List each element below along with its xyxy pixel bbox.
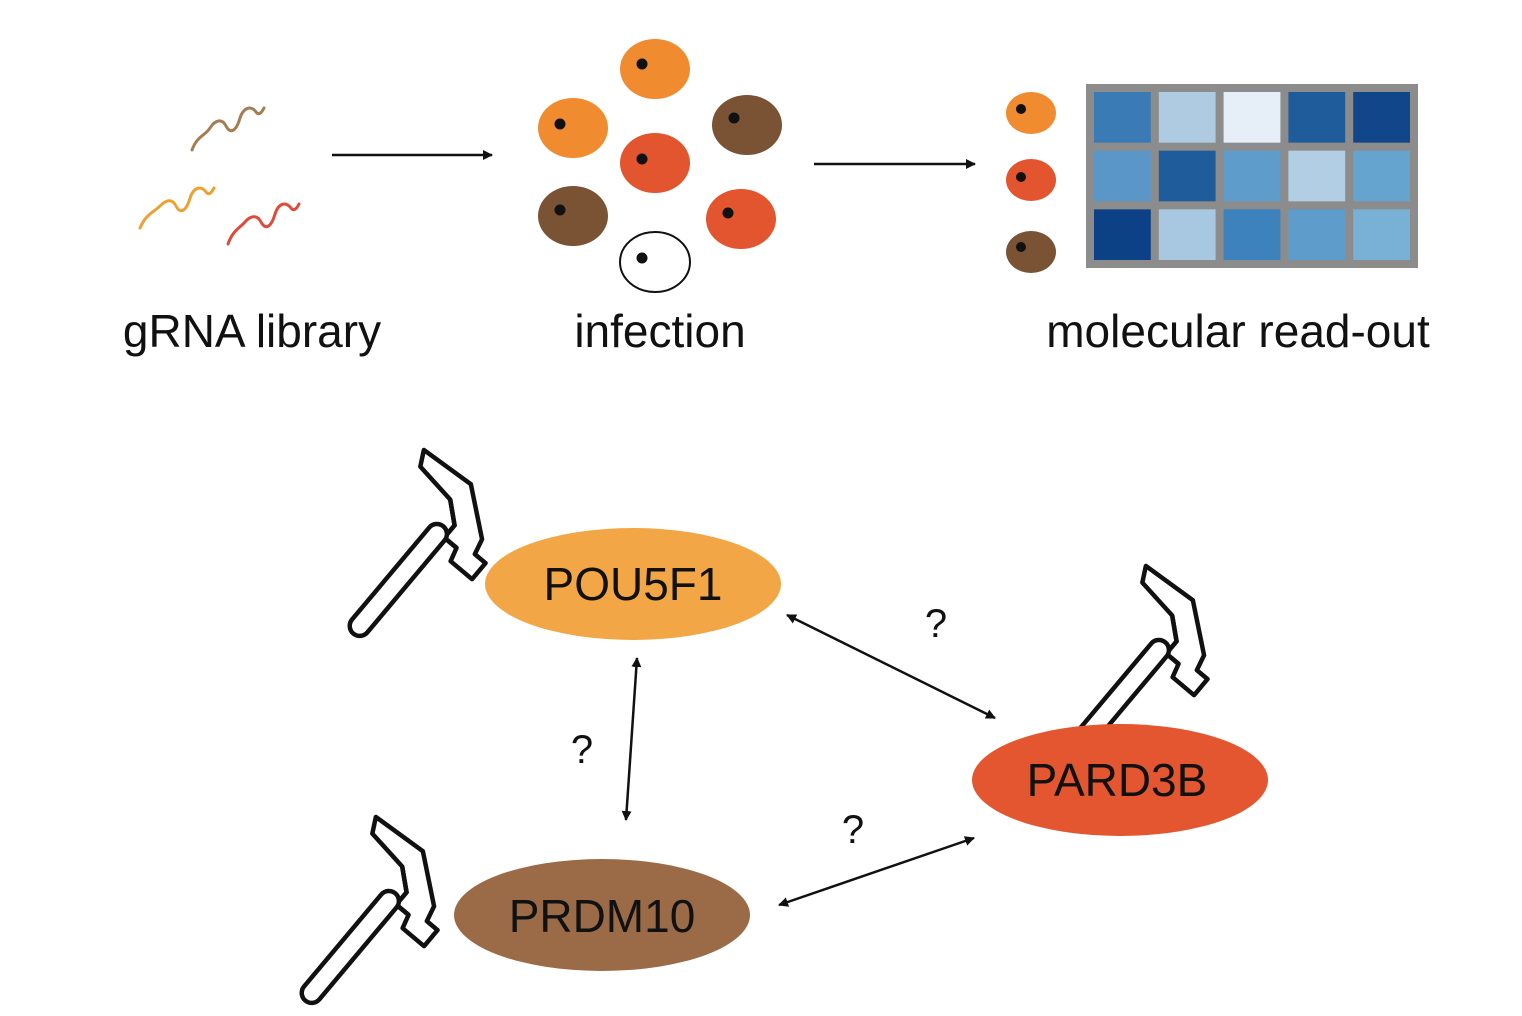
- cell: [1006, 231, 1056, 273]
- node-pard3b: PARD3B: [972, 724, 1268, 836]
- node-prdm10: PRDM10: [454, 859, 750, 971]
- heatmap-cell: [1288, 209, 1346, 260]
- edge-pou5f1-pard3b: [786, 613, 996, 720]
- heatmap-cell: [1094, 92, 1151, 143]
- cell: [538, 98, 608, 158]
- grna-library: [138, 106, 301, 246]
- edge-prdm10-pard3b: [778, 836, 975, 907]
- infected-cells: [538, 39, 782, 293]
- heatmap-cell: [1223, 209, 1281, 260]
- hammer-icon: [304, 447, 518, 670]
- heatmap-cell: [1353, 150, 1410, 202]
- heatmap-cell: [1158, 92, 1216, 143]
- cell: [1006, 92, 1056, 134]
- cell: [712, 95, 782, 155]
- node-prdm10-label: PRDM10: [509, 890, 696, 942]
- edge-pou5f1-prdm10: [621, 657, 642, 821]
- grna-strand: [226, 202, 301, 246]
- heatmap-cell: [1353, 92, 1410, 143]
- readout-cells: [1006, 92, 1056, 273]
- heatmap-cell: [1223, 150, 1281, 202]
- heatmap-cell: [1158, 150, 1216, 202]
- heatmap-cell: [1353, 209, 1410, 260]
- heatmap-cell: [1094, 209, 1151, 260]
- edge-label-pou5f1-prdm10: ?: [571, 728, 593, 772]
- edge-label-prdm10-pard3b: ?: [842, 808, 864, 852]
- molecular-readout-label: molecular read-out: [1046, 305, 1430, 357]
- heatmap-cell: [1158, 209, 1216, 260]
- node-pard3b-label: PARD3B: [1027, 754, 1208, 806]
- heatmap-cell: [1288, 150, 1346, 202]
- grna-library-label: gRNA library: [123, 305, 381, 357]
- cell: [620, 39, 690, 99]
- node-pou5f1: POU5F1: [485, 528, 781, 640]
- expression-heatmap: [1086, 84, 1418, 268]
- heatmap-cell: [1094, 150, 1151, 202]
- cell: [1006, 159, 1056, 201]
- heatmap-cell: [1288, 92, 1346, 143]
- uninfected-cell: [619, 231, 691, 293]
- grna-strand: [138, 186, 216, 230]
- infection-label: infection: [574, 305, 745, 357]
- cell: [538, 186, 608, 246]
- cell: [620, 133, 690, 193]
- grna-strand: [190, 106, 266, 152]
- cell: [706, 189, 776, 249]
- node-pou5f1-label: POU5F1: [544, 558, 723, 610]
- edge-label-pou5f1-pard3b: ?: [925, 602, 947, 646]
- hammer-icon: [256, 814, 470, 1016]
- heatmap-cell: [1223, 92, 1281, 143]
